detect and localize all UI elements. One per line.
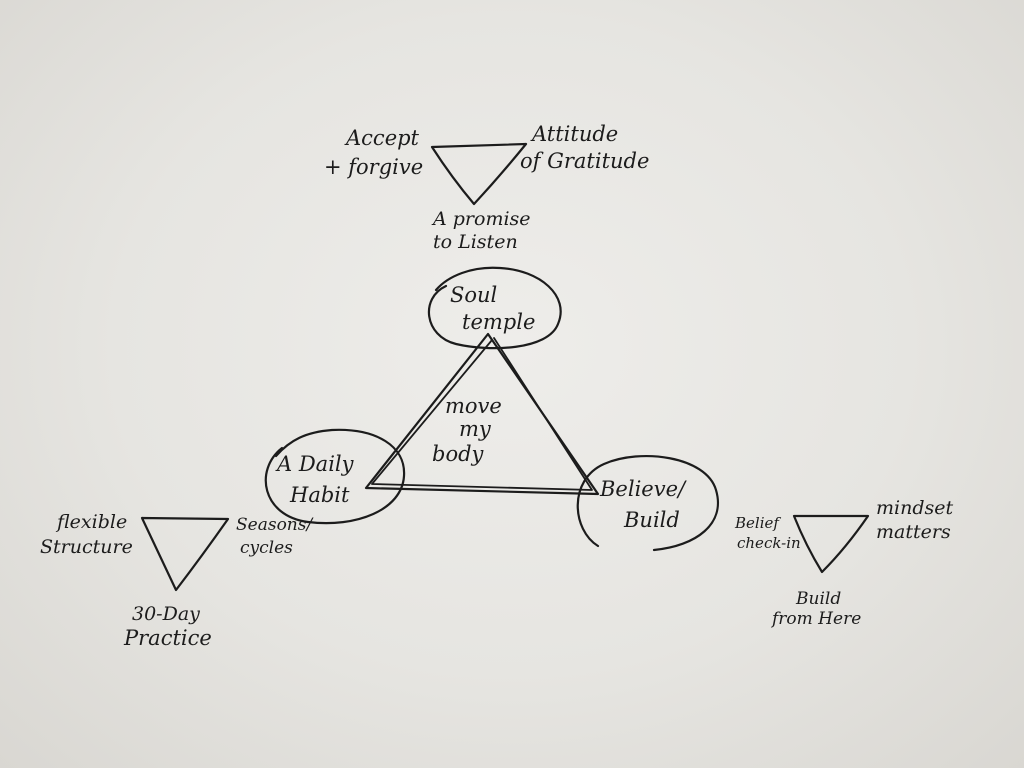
center-triangle-inner [371, 337, 593, 491]
node-soul-temple-label-1: Soul [450, 283, 497, 307]
node-daily-habit-label-2: Habit [289, 483, 350, 507]
node-daily-habit-label-1: A Daily [275, 452, 355, 476]
right-right-label-1: mindset [876, 497, 953, 519]
top-triangle: Accept + forgive Attitude of Gratitude A… [324, 122, 649, 253]
left-left-label-1: flexible [55, 511, 127, 533]
top-right-label-2: of Gratitude [520, 149, 649, 173]
left-bottom-label-1: 30-Day [132, 603, 200, 625]
left-bottom-label-2: Practice [123, 626, 212, 650]
right-triangle: Belief check-in mindset matters Build fr… [734, 497, 953, 629]
center-triangle: move my body [364, 332, 600, 496]
top-triangle-shape [430, 142, 528, 206]
node-daily-habit-circle [264, 428, 406, 525]
top-bottom-label-1: A promise [431, 208, 531, 230]
node-believe-build: Believe/ Build [576, 454, 719, 552]
right-bottom-label-2: from Here [770, 609, 861, 629]
top-bottom-label-2: to Listen [433, 231, 518, 253]
top-left-label-1: Accept [344, 126, 420, 150]
node-believe-build-label-2: Build [623, 508, 680, 532]
left-right-label-2: cycles [240, 538, 293, 558]
node-soul-temple-label-2: temple [462, 310, 535, 334]
node-soul-temple: Soul temple [427, 266, 562, 350]
center-middle-label-1: move [445, 394, 502, 418]
top-left-label-2: + forgive [324, 155, 423, 179]
right-triangle-shape [792, 514, 870, 574]
right-left-label-2: check-in [737, 534, 801, 552]
node-believe-build-circle [576, 454, 719, 552]
right-left-label-1: Belief [734, 514, 781, 532]
right-right-label-2: matters [876, 521, 951, 543]
left-triangle: flexible Structure Seasons/ cycles 30-Da… [40, 511, 314, 650]
center-middle-label-2: my [459, 417, 492, 441]
node-believe-build-label-1: Believe/ [599, 477, 687, 501]
left-left-label-2: Structure [40, 536, 133, 558]
node-soul-temple-circle [427, 266, 562, 350]
right-bottom-label-1: Build [795, 589, 841, 609]
left-right-label-1: Seasons/ [236, 515, 314, 535]
left-triangle-shape [140, 516, 230, 592]
top-right-label-1: Attitude [530, 122, 618, 146]
center-middle-label-3: body [432, 442, 485, 466]
node-daily-habit: A Daily Habit [264, 428, 406, 525]
